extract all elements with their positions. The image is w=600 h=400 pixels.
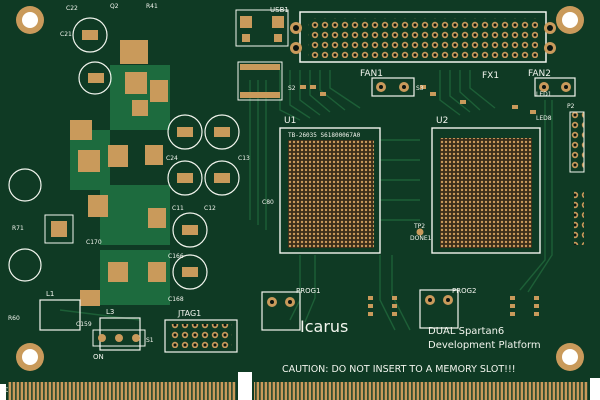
prog1-header bbox=[261, 291, 301, 331]
usb-connector-footprint bbox=[235, 9, 289, 47]
fan2-header bbox=[534, 77, 576, 97]
done-test-point bbox=[416, 228, 424, 236]
inductor-outlines bbox=[39, 299, 141, 351]
copper-traces bbox=[59, 70, 553, 331]
s2-label: S2 bbox=[288, 85, 296, 92]
fan1-header bbox=[371, 77, 415, 97]
prog1-label: PROG1 bbox=[296, 287, 320, 295]
smd-components-top bbox=[300, 85, 536, 114]
config-flash-chips bbox=[368, 296, 539, 316]
pmic-chip bbox=[44, 214, 74, 244]
capacitor-pads bbox=[82, 30, 230, 277]
led8-label: LED8 bbox=[536, 115, 552, 122]
chip-marking: TB-26035 S61800067A0 bbox=[288, 132, 361, 139]
designator-c80: C80 bbox=[262, 199, 274, 206]
u2-label: U2 bbox=[436, 116, 448, 126]
l1-label: L1 bbox=[46, 290, 54, 298]
fpga-u1-footprint bbox=[279, 127, 381, 254]
designator-c159: C159 bbox=[76, 321, 92, 328]
fx1-label: FX1 bbox=[482, 71, 499, 81]
designator-r71: R71 bbox=[12, 225, 24, 232]
jtag-header bbox=[164, 319, 238, 353]
board-cutout-notch bbox=[238, 372, 252, 400]
usb-label: USB1 bbox=[270, 6, 289, 14]
component-designators: Q2 C22 C21 R41 C24 C13 C11 C12 C166 C168… bbox=[8, 3, 274, 328]
jtag-label: JTAG1 bbox=[177, 309, 201, 318]
p2-header bbox=[569, 111, 585, 245]
s1-label: S1 bbox=[146, 337, 154, 344]
led1-label: LED1 bbox=[536, 91, 552, 98]
designator-c166: C166 bbox=[168, 253, 184, 260]
expansion-header bbox=[290, 11, 556, 63]
designator-r41: R41 bbox=[146, 3, 158, 10]
electrolytic-capacitors bbox=[8, 17, 240, 290]
designator-c13: C13 bbox=[238, 155, 250, 162]
usb-controller-footprint bbox=[237, 61, 283, 101]
fpga-u2-footprint bbox=[431, 127, 541, 254]
brand-label: Icarus bbox=[300, 317, 348, 336]
designator-c170: C170 bbox=[86, 239, 102, 246]
caution-label: CAUTION: DO NOT INSERT TO A MEMORY SLOT!… bbox=[282, 364, 516, 375]
prog2-header bbox=[419, 289, 459, 329]
u1-label: U1 bbox=[284, 116, 296, 126]
on-label: ON bbox=[93, 353, 104, 361]
designator-c12: C12 bbox=[204, 205, 216, 212]
power-component-pads bbox=[70, 40, 168, 306]
prog2-label: PROG2 bbox=[452, 287, 476, 295]
done1-label: DONE1 bbox=[410, 235, 432, 242]
edge-connector-fingers-right bbox=[254, 382, 588, 400]
edge-connector-fingers-left bbox=[8, 382, 236, 400]
fan1-label: FAN1 bbox=[360, 69, 383, 79]
designator-q2: Q2 bbox=[110, 3, 119, 10]
title-line-2: Development Platform bbox=[428, 340, 541, 351]
p2-label: P2 bbox=[567, 103, 575, 110]
l3-label: L3 bbox=[106, 308, 114, 316]
designator-c168: C168 bbox=[168, 296, 184, 303]
designator-c21: C21 bbox=[60, 31, 72, 38]
board-cutout-right bbox=[590, 378, 600, 400]
board-cutout-left bbox=[0, 384, 6, 400]
s3-label: S3 bbox=[416, 85, 424, 92]
tp2-label: TP2 bbox=[413, 223, 425, 230]
fan2-label: FAN2 bbox=[528, 69, 551, 79]
designator-c11: C11 bbox=[172, 205, 184, 212]
designator-r60: R60 bbox=[8, 315, 20, 322]
title-line-1: DUAL Spartan6 bbox=[428, 326, 504, 337]
designator-c24: C24 bbox=[166, 155, 178, 162]
mounting-holes bbox=[16, 6, 584, 371]
designator-c22: C22 bbox=[66, 5, 78, 12]
power-switch bbox=[92, 329, 146, 347]
